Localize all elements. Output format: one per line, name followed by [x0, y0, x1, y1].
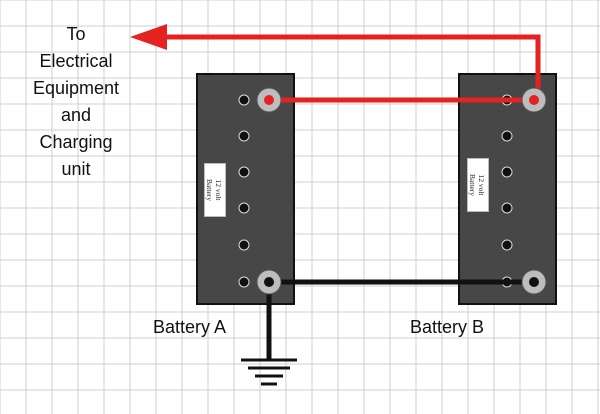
battery-b-rating-line: Battery — [468, 173, 477, 197]
battery-a-label: Battery A — [153, 317, 227, 337]
battery-b-positive-terminal — [521, 87, 547, 113]
battery-a-rating-label: 12 volt Battery — [204, 163, 226, 217]
destination-line: To — [66, 24, 86, 44]
destination-line: and — [60, 105, 92, 125]
positive-wire — [165, 34, 541, 103]
battery-a-cell-dot — [238, 276, 250, 288]
battery-a-negative-terminal — [256, 269, 282, 295]
battery-a-cell-dot — [238, 94, 250, 106]
destination-line: Electrical — [39, 51, 113, 71]
battery-b-cell-dot — [501, 130, 513, 142]
battery-b-cell-dot — [501, 202, 513, 214]
battery-b-cell-dot — [501, 166, 513, 178]
ground-symbol-icon — [241, 358, 297, 386]
battery-a-cell-dot — [238, 239, 250, 251]
destination-label: To Electrical Equipment and Charging uni… — [14, 21, 138, 183]
battery-a-positive-terminal — [256, 87, 282, 113]
battery-a-rating-line: 12 volt — [214, 179, 223, 201]
battery-b-negative-terminal — [521, 269, 547, 295]
battery-a-cell-dot — [238, 166, 250, 178]
destination-line: Equipment — [32, 78, 120, 98]
arrowhead-left-icon — [130, 24, 167, 50]
battery-b-cell-dot — [501, 239, 513, 251]
destination-line: unit — [61, 159, 91, 179]
battery-b-rating-label: 12 volt Battery — [467, 158, 489, 212]
battery-a-cell-dot — [238, 202, 250, 214]
destination-line: Charging — [39, 132, 113, 152]
battery-b-label: Battery B — [410, 317, 485, 337]
battery-a-rating-line: Battery — [205, 178, 214, 202]
battery-b-rating-line: 12 volt — [477, 174, 486, 196]
battery-a-cell-dot — [238, 130, 250, 142]
battery-a-cell-dots — [238, 94, 250, 288]
